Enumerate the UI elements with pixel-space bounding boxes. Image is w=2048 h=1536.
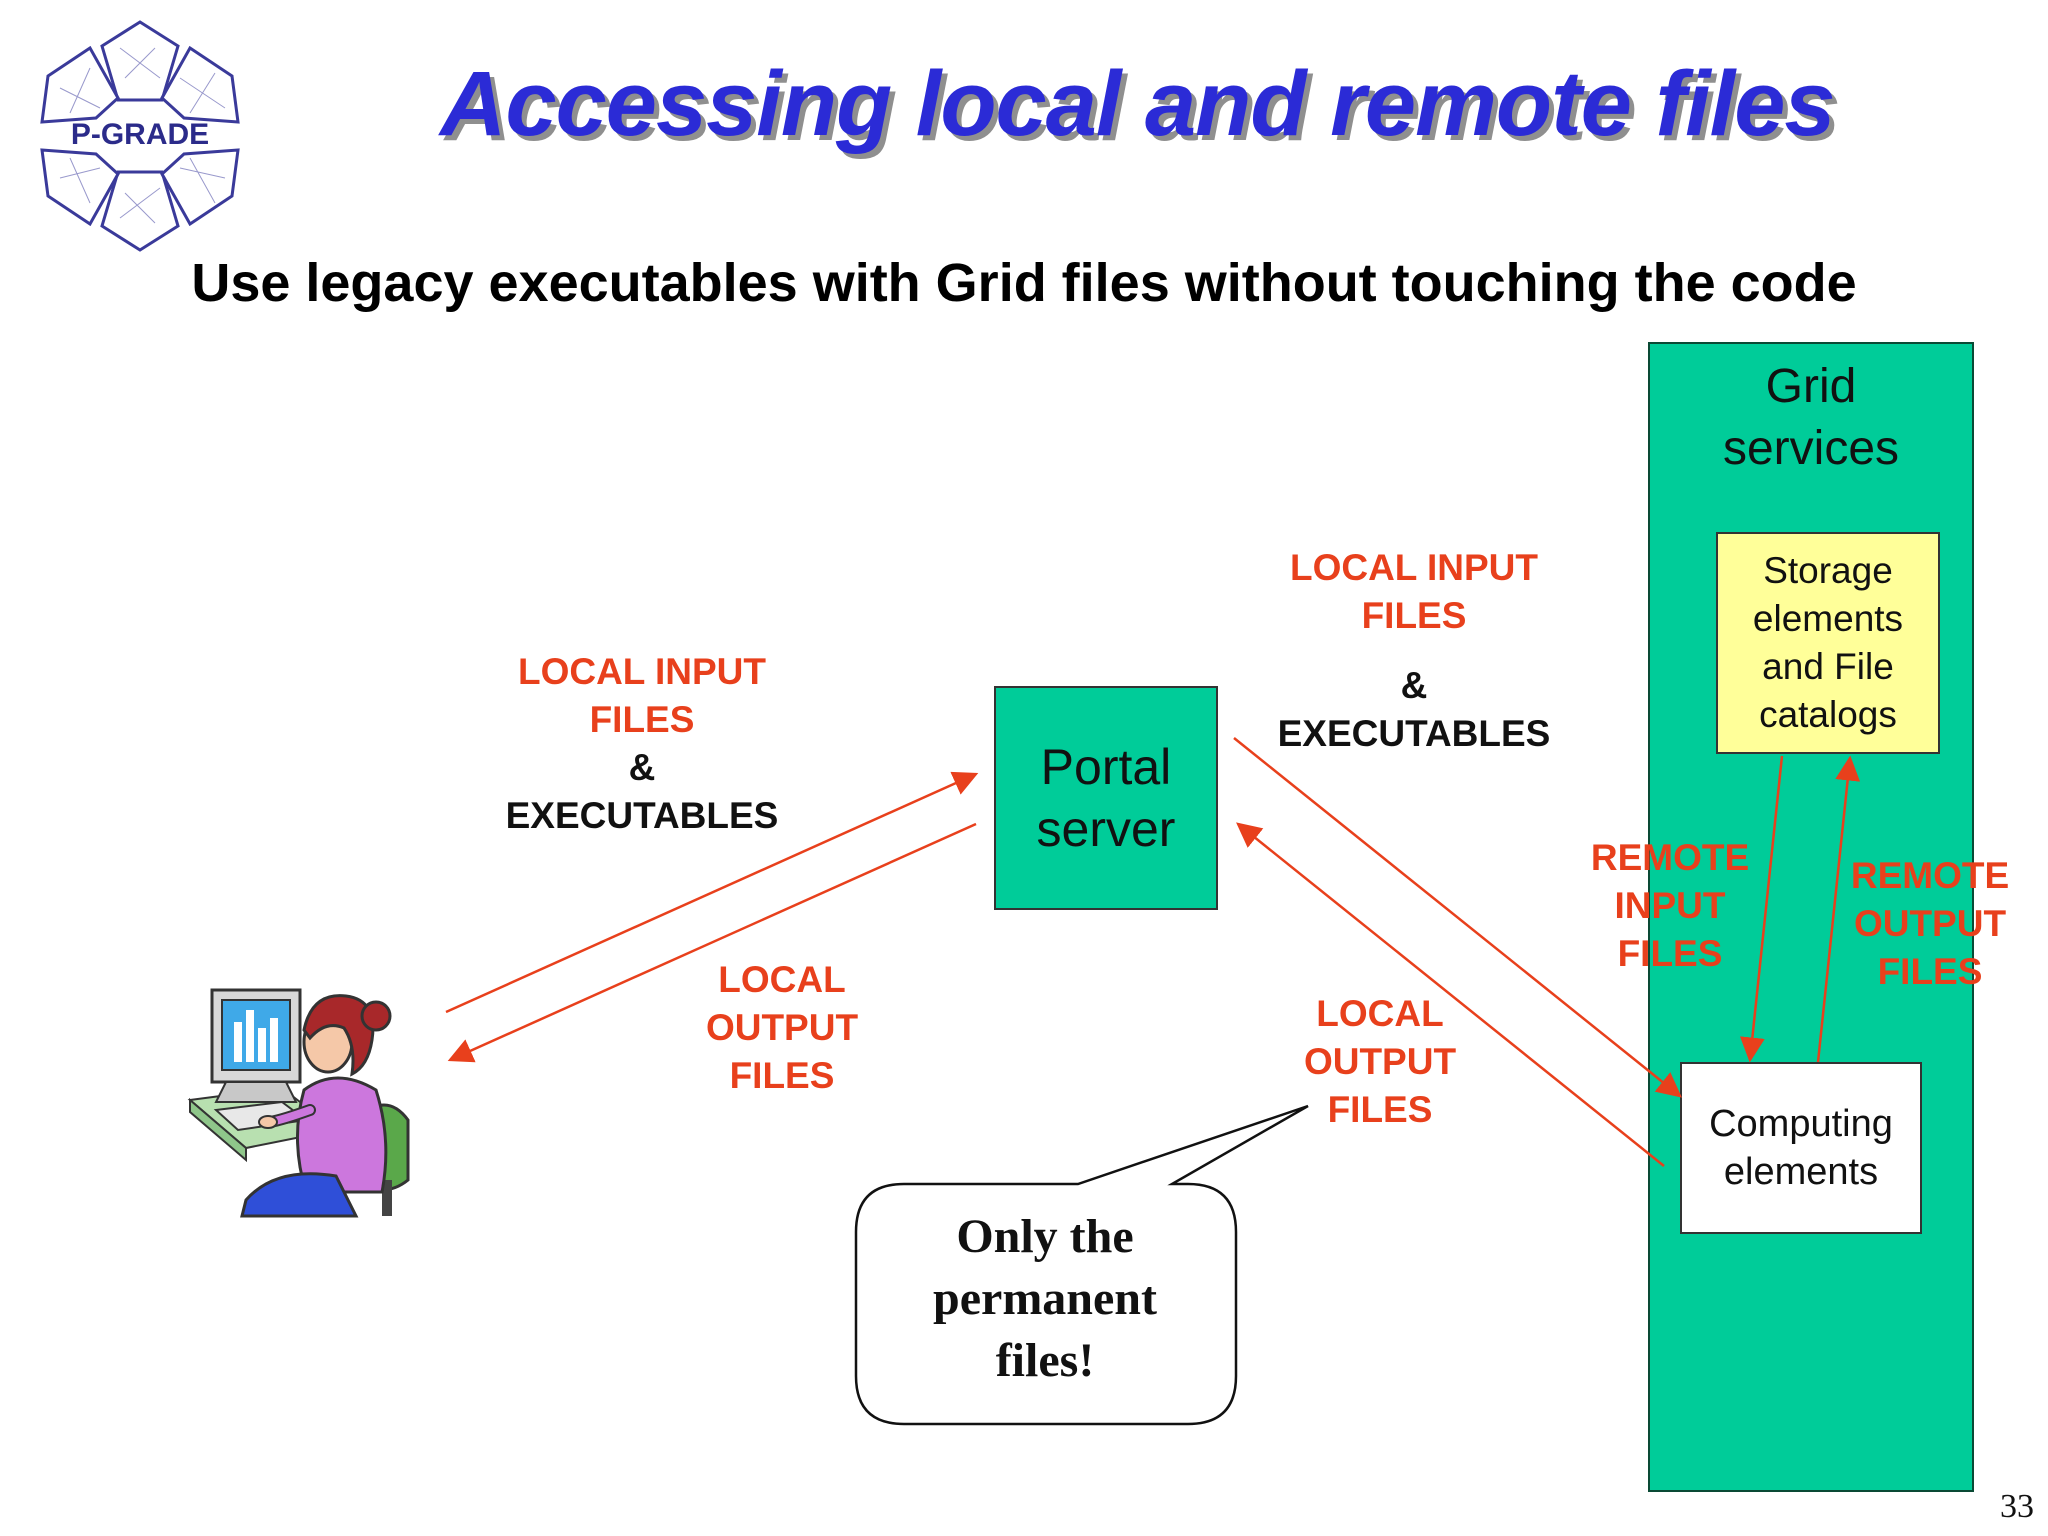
storage-line3: and File bbox=[1762, 646, 1894, 687]
storage-elements-box: Storage elements and File catalogs bbox=[1716, 532, 1940, 754]
right-input-label: LOCAL INPUT FILES & EXECUTABLES bbox=[1214, 544, 1614, 758]
right-output-line3: FILES bbox=[1327, 1089, 1433, 1130]
storage-line1: Storage bbox=[1763, 550, 1893, 591]
remote-input-line2: INPUT bbox=[1614, 885, 1726, 926]
left-output-line2: OUTPUT bbox=[705, 1007, 859, 1048]
remote-input-line3: FILES bbox=[1617, 933, 1723, 974]
page-number: 33 bbox=[2000, 1488, 2034, 1525]
arrow-user-to-portal bbox=[445, 771, 979, 1014]
arrow-portal-to-computing bbox=[1233, 737, 1682, 1098]
user-at-computer bbox=[186, 970, 426, 1220]
bubble-text: Only the permanent files! bbox=[870, 1206, 1220, 1392]
grid-services-label: Grid services bbox=[1648, 356, 1974, 480]
left-input-line1: LOCAL INPUT bbox=[517, 651, 767, 692]
storage-line2: elements bbox=[1752, 598, 1904, 639]
left-input-exec: EXECUTABLES bbox=[505, 795, 779, 836]
logo-text: P-GRADE bbox=[71, 118, 209, 151]
grid-services-line2: services bbox=[1722, 422, 1900, 475]
portal-line2: server bbox=[1036, 801, 1176, 857]
right-input-amp: & bbox=[1400, 665, 1428, 706]
arrow-storage-to-computing bbox=[1739, 755, 1784, 1063]
slide-subtitle: Use legacy executables with Grid files w… bbox=[191, 253, 1857, 313]
remote-output-line1: REMOTE bbox=[1850, 855, 2010, 896]
right-output-line2: OUTPUT bbox=[1303, 1041, 1457, 1082]
remote-input-label: REMOTE INPUT FILES bbox=[1570, 834, 1770, 978]
bubble-line1: Only the bbox=[956, 1210, 1134, 1263]
right-input-line2: FILES bbox=[1361, 595, 1467, 636]
logo-graphic: P-GRADE bbox=[40, 20, 240, 252]
computing-line1: Computing bbox=[1709, 1103, 1893, 1145]
grid-services-line1: Grid bbox=[1765, 360, 1857, 413]
right-input-line1: LOCAL INPUT bbox=[1289, 547, 1539, 588]
left-input-amp: & bbox=[628, 747, 656, 788]
remote-output-line2: OUTPUT bbox=[1853, 903, 2007, 944]
computing-line2: elements bbox=[1723, 1151, 1879, 1193]
arrow-portal-to-user bbox=[447, 822, 977, 1063]
slide-title: Accessing local and remote files bbox=[440, 53, 1836, 155]
remote-output-label: REMOTE OUTPUT FILES bbox=[1830, 852, 2030, 996]
portal-server-box: Portal server bbox=[994, 686, 1218, 910]
arrow-computing-to-portal bbox=[1236, 822, 1665, 1167]
remote-input-line1: REMOTE bbox=[1590, 837, 1750, 878]
right-output-label: LOCAL OUTPUT FILES bbox=[1230, 990, 1530, 1134]
bubble-line3: files! bbox=[995, 1334, 1095, 1387]
storage-line4: catalogs bbox=[1759, 694, 1897, 735]
speech-bubble bbox=[854, 1104, 1309, 1426]
left-output-line1: LOCAL bbox=[718, 959, 846, 1000]
left-input-line2: FILES bbox=[589, 699, 695, 740]
bubble-line2: permanent bbox=[933, 1272, 1157, 1325]
computing-elements-box: Computing elements bbox=[1680, 1062, 1922, 1234]
right-input-exec: EXECUTABLES bbox=[1277, 713, 1551, 754]
arrow-computing-to-storage bbox=[1816, 755, 1861, 1063]
left-output-label: LOCAL OUTPUT FILES bbox=[632, 956, 932, 1100]
pgrade-logo: P-GRADE bbox=[30, 18, 250, 254]
user-clipart bbox=[187, 988, 410, 1218]
remote-output-line3: FILES bbox=[1877, 951, 1983, 992]
left-output-line3: FILES bbox=[729, 1055, 835, 1096]
right-output-line1: LOCAL bbox=[1316, 993, 1444, 1034]
portal-line1: Portal bbox=[1040, 739, 1172, 795]
left-input-label: LOCAL INPUT FILES & EXECUTABLES bbox=[442, 648, 842, 840]
